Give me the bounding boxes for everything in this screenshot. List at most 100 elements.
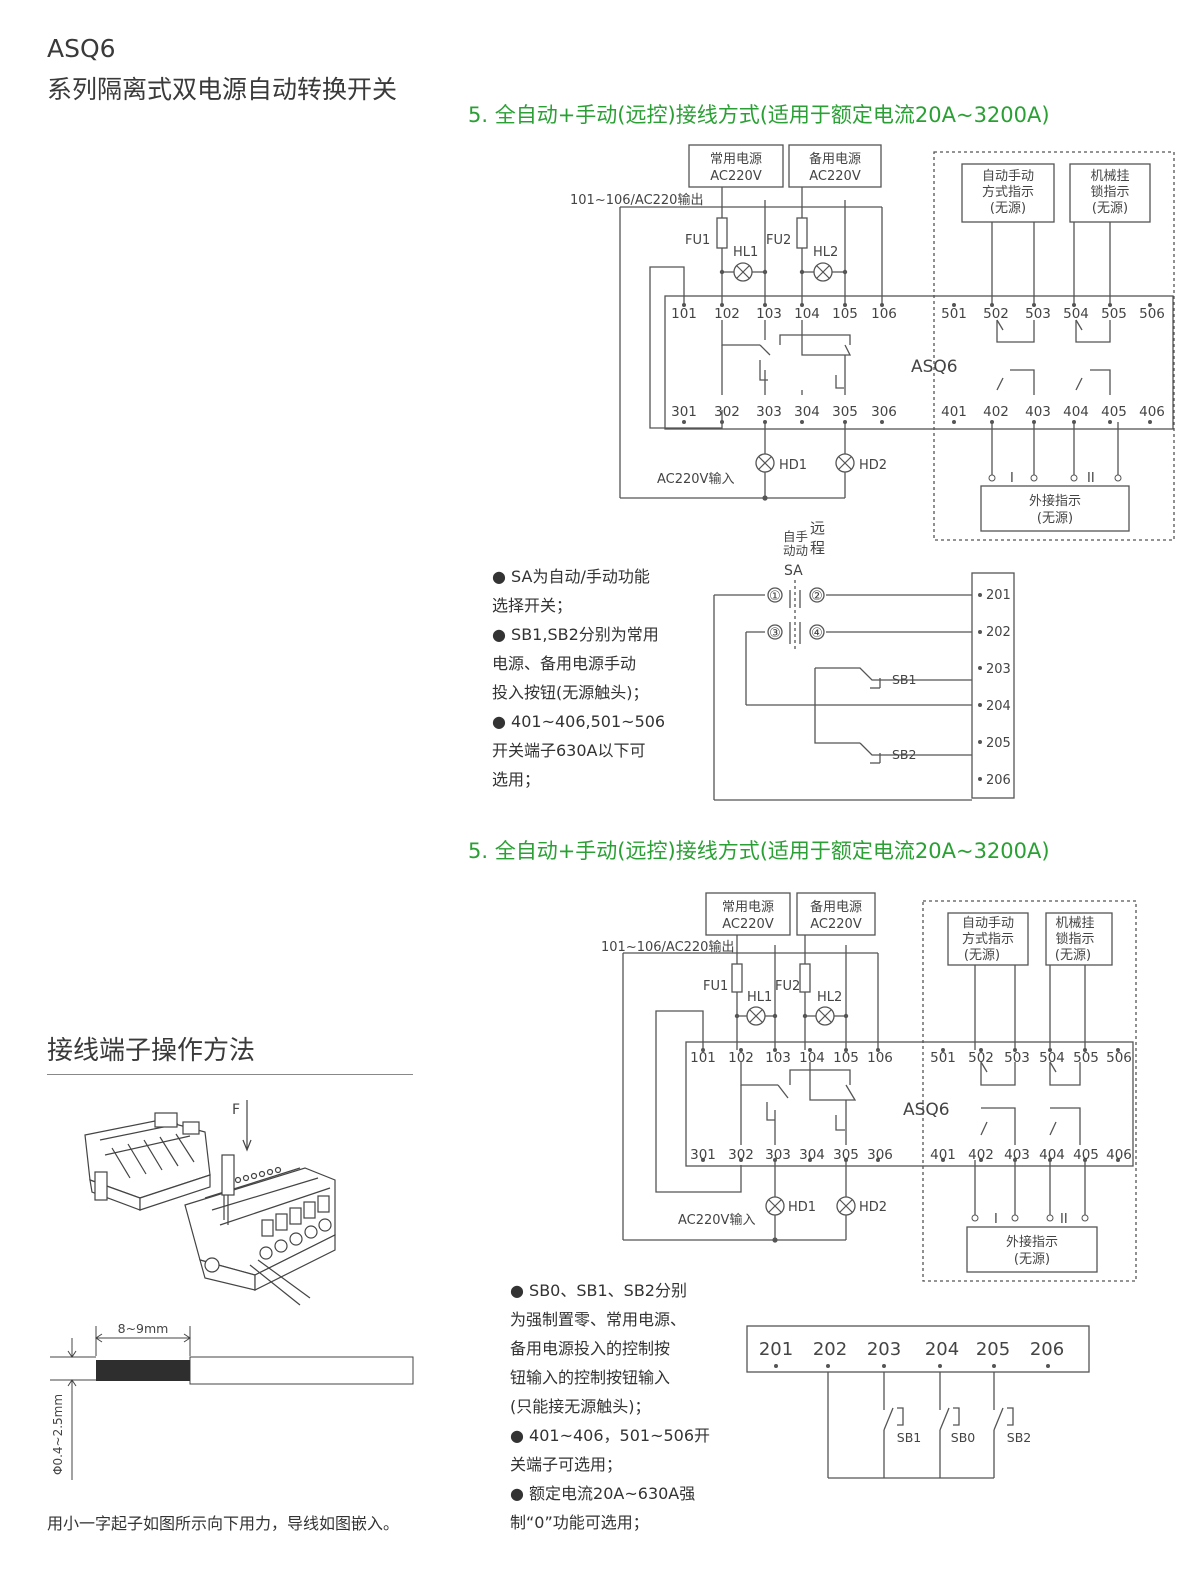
fu2-label: FU2 xyxy=(766,233,791,248)
ctrl-terminal-201: 201 xyxy=(986,588,1011,603)
terminal-502: 502 xyxy=(983,306,1009,322)
force-label: F xyxy=(232,1102,240,1118)
section-title-2: 5. 全自动+手动(远控)接线方式(适用于额定电流20A~3200A) xyxy=(468,839,1050,863)
sa-contact-1: ① xyxy=(769,589,781,604)
sb2-label: SB2 xyxy=(892,747,916,762)
note-line: ● SB1,SB2分别为常用 xyxy=(492,625,659,644)
ctrl-terminal-204: 204 xyxy=(925,1339,959,1360)
box-ext-line2: (无源) xyxy=(1014,1252,1050,1267)
box-lock-line1: 机械挂 xyxy=(1090,169,1129,184)
terminal-method-caption: 用小一字起子如图所示向下用力，导线如图嵌入。 xyxy=(47,1514,400,1533)
terminal-505: 505 xyxy=(1101,306,1127,322)
ctrl-terminal-205: 205 xyxy=(976,1339,1010,1360)
box-normal-line2: AC220V xyxy=(722,917,774,932)
terminal-504: 504 xyxy=(1039,1050,1065,1066)
terminal-506: 506 xyxy=(1139,306,1165,322)
note-line: (只能接无源触头)； xyxy=(510,1397,651,1416)
ctrl-terminal-203: 203 xyxy=(986,662,1011,677)
ctrl-terminal-203: 203 xyxy=(867,1339,901,1360)
terminal-406: 406 xyxy=(1106,1147,1132,1163)
ext-mark-1: I xyxy=(1010,471,1014,486)
box-auto-line2: 方式指示 xyxy=(982,184,1034,200)
box-lock-line3: (无源) xyxy=(1055,948,1091,963)
note-line: 投入按钮(无源触头)； xyxy=(492,683,649,702)
terminal-506: 506 xyxy=(1106,1050,1132,1066)
wiring-diagram-1: 常用电源 AC220V 备用电源 AC220V 自动手动 方式指示 (无源) 机… xyxy=(570,144,1175,801)
note-line: 电源、备用电源手动 xyxy=(492,654,637,673)
terminal-404: 404 xyxy=(1039,1147,1065,1163)
input-label: AC220V输入 xyxy=(678,1212,755,1228)
terminal-304: 304 xyxy=(799,1147,825,1163)
terminal-403: 403 xyxy=(1004,1147,1030,1163)
note-line: ● 额定电流20A~630A强 xyxy=(510,1484,696,1503)
device-label: ASQ6 xyxy=(903,1100,950,1120)
top-terminal-labels: 101 102 103 104 105 106 501 502 503 504 … xyxy=(671,306,1165,322)
hd2-label: HD2 xyxy=(859,1200,887,1215)
terminal-dots-top xyxy=(682,303,1152,781)
terminal-301: 301 xyxy=(671,404,697,420)
box-backup-line1: 备用电源 xyxy=(809,151,861,167)
product-subtitle: 系列隔离式双电源自动转换开关 xyxy=(47,75,398,104)
box-normal-line1: 常用电源 xyxy=(710,152,762,167)
wiring-diagram-2: 常用电源 AC220V 备用电源 AC220V 自动手动 方式指示 (无源) 机… xyxy=(601,892,1137,1479)
ext-mark-1: I xyxy=(994,1212,998,1227)
input-label: AC220V输入 xyxy=(657,471,734,487)
note-line: 关端子可选用； xyxy=(510,1455,623,1474)
terminal-505: 505 xyxy=(1073,1050,1099,1066)
terminal-402: 402 xyxy=(968,1147,994,1163)
box-backup-line2: AC220V xyxy=(809,169,861,184)
terminal-method-title: 接线端子操作方法 xyxy=(47,1036,256,1066)
hd1-label: HD1 xyxy=(779,458,807,473)
sa-remote-label2: 程 xyxy=(810,539,825,557)
title-divider xyxy=(47,1074,413,1075)
note-line: 钮输入的控制按钮输入 xyxy=(510,1368,671,1387)
box-normal-line1: 常用电源 xyxy=(722,900,774,915)
sa-contact-3: ③ xyxy=(769,626,781,641)
sa-contact-4: ④ xyxy=(811,626,823,641)
hl2-label: HL2 xyxy=(813,245,838,260)
note-line: 备用电源投入的控制按 xyxy=(510,1339,671,1358)
terminal-402: 402 xyxy=(983,404,1009,420)
device-label: ASQ6 xyxy=(911,357,958,377)
terminal-104: 104 xyxy=(799,1050,825,1066)
wire-strip-diagram: 8~9mm Φ0.4~2.5mm xyxy=(50,1321,414,1480)
note-line: ● 401~406，501~506开 xyxy=(510,1426,711,1445)
fu2-label: FU2 xyxy=(775,979,800,994)
note-line: 选择开关； xyxy=(492,596,573,615)
box-auto-line1: 自动手动 xyxy=(982,169,1034,184)
terminal-503: 503 xyxy=(1025,306,1051,322)
terminal-105: 105 xyxy=(832,306,858,322)
box-normal-line2: AC220V xyxy=(710,169,762,184)
terminal-102: 102 xyxy=(728,1050,754,1066)
sa-auto-label2: 动动 xyxy=(783,543,808,558)
terminal-306: 306 xyxy=(871,404,897,420)
section-title-1: 5. 全自动+手动(远控)接线方式(适用于额定电流20A~3200A) xyxy=(468,103,1050,127)
note-line: ● SB0、SB1、SB2分别 xyxy=(510,1281,687,1300)
ctrl-terminal-202: 202 xyxy=(986,625,1011,640)
terminal-504: 504 xyxy=(1063,306,1089,322)
ctrl-terminal-204: 204 xyxy=(986,699,1011,714)
output-label: 101~106/AC220输出 xyxy=(601,939,734,955)
diameter-label: Φ0.4~2.5mm xyxy=(51,1394,65,1475)
box-auto-line2: 方式指示 xyxy=(962,931,1014,947)
fu1-label: FU1 xyxy=(703,979,728,994)
box-backup-line1: 备用电源 xyxy=(810,899,862,915)
box-ext-line1: 外接指示 xyxy=(1006,1234,1058,1250)
bottom-terminal-labels: 301 302 303 304 305 306 401 402 403 404 … xyxy=(671,404,1165,420)
terminal-301: 301 xyxy=(690,1147,716,1163)
box-ext-line2: (无源) xyxy=(1037,511,1073,526)
sa-contact-2: ② xyxy=(811,589,823,604)
terminal-401: 401 xyxy=(941,404,967,420)
terminal-302: 302 xyxy=(728,1147,754,1163)
note-line: 为强制置零、常用电源、 xyxy=(510,1310,687,1329)
terminal-101: 101 xyxy=(690,1050,716,1066)
terminal-303: 303 xyxy=(765,1147,791,1163)
note-line: ● 401~406,501~506 xyxy=(492,712,666,731)
sa-remote-label1: 远 xyxy=(810,519,825,537)
sb1-label: SB1 xyxy=(897,1430,921,1445)
ctrl-terminal-205: 205 xyxy=(986,736,1011,751)
box-lock-line1: 机械挂 xyxy=(1055,916,1094,931)
box-auto-line3: (无源) xyxy=(964,948,1000,963)
terminal-503: 503 xyxy=(1004,1050,1030,1066)
fu1-label: FU1 xyxy=(685,233,710,248)
